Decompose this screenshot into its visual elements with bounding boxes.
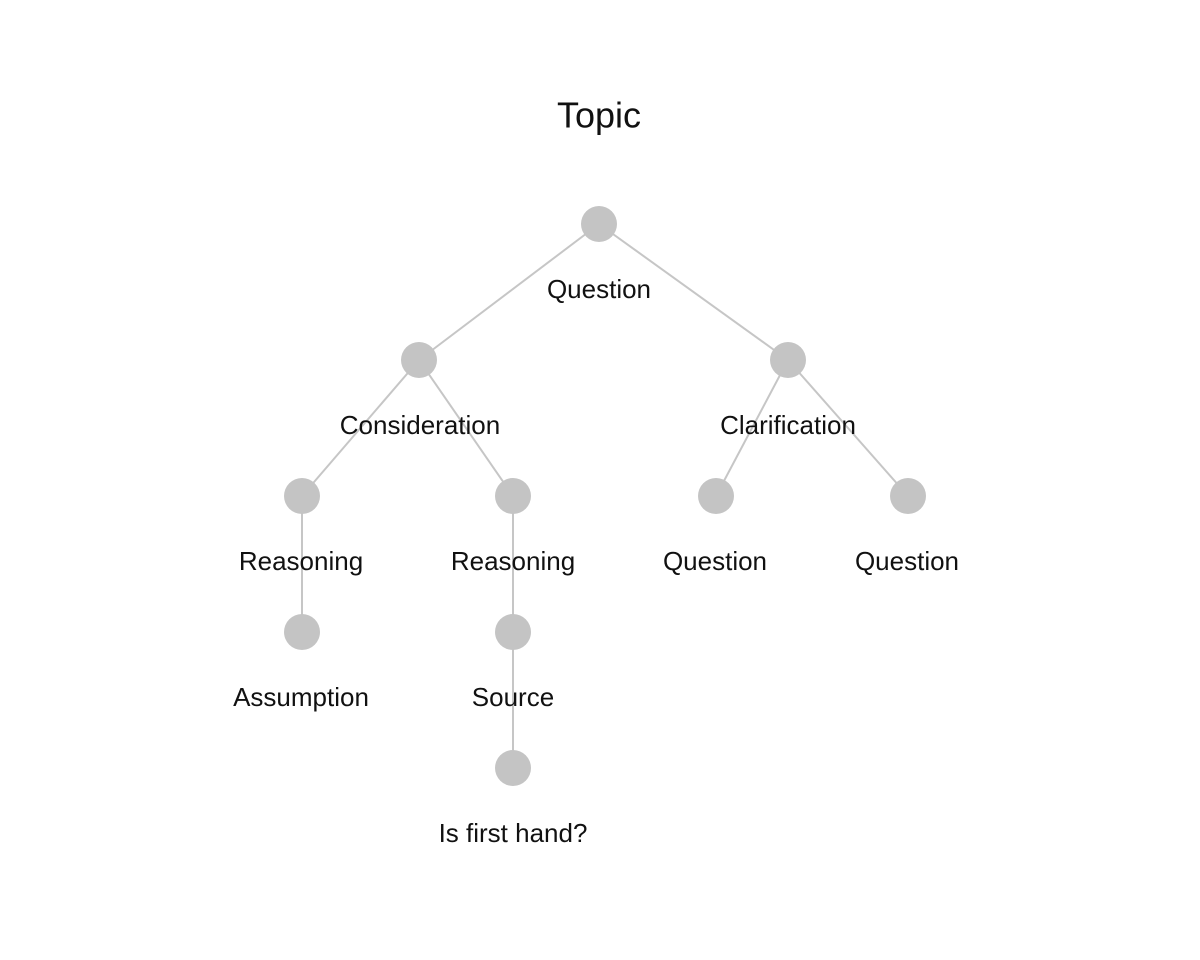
edge-clarification-question-1 (715, 359, 789, 497)
node-clarification[interactable] (770, 342, 806, 378)
label-reasoning-1: Reasoning (239, 546, 363, 576)
node-consideration[interactable] (401, 342, 437, 378)
edge-clarification-question-2 (787, 359, 909, 497)
edge-root-clarification (598, 223, 789, 361)
label-root: Question (547, 274, 651, 304)
edge-consideration-reasoning-1 (301, 359, 420, 497)
diagram-title: Topic (557, 95, 641, 136)
node-assumption[interactable] (284, 614, 320, 650)
node-first-hand[interactable] (495, 750, 531, 786)
edge-consideration-reasoning-2 (418, 359, 514, 497)
labels: Question Consideration Clarification Rea… (233, 274, 959, 848)
node-question-1[interactable] (698, 478, 734, 514)
label-clarification: Clarification (720, 410, 856, 440)
node-reasoning-2[interactable] (495, 478, 531, 514)
node-reasoning-1[interactable] (284, 478, 320, 514)
node-root[interactable] (581, 206, 617, 242)
label-reasoning-2: Reasoning (451, 546, 575, 576)
node-source[interactable] (495, 614, 531, 650)
label-first-hand: Is first hand? (439, 818, 588, 848)
label-consideration: Consideration (340, 410, 500, 440)
edges (301, 223, 909, 768)
label-source: Source (472, 682, 554, 712)
node-question-2[interactable] (890, 478, 926, 514)
nodes (284, 206, 926, 786)
label-assumption: Assumption (233, 682, 369, 712)
edge-root-consideration (418, 223, 600, 361)
label-question-1: Question (663, 546, 767, 576)
label-question-2: Question (855, 546, 959, 576)
